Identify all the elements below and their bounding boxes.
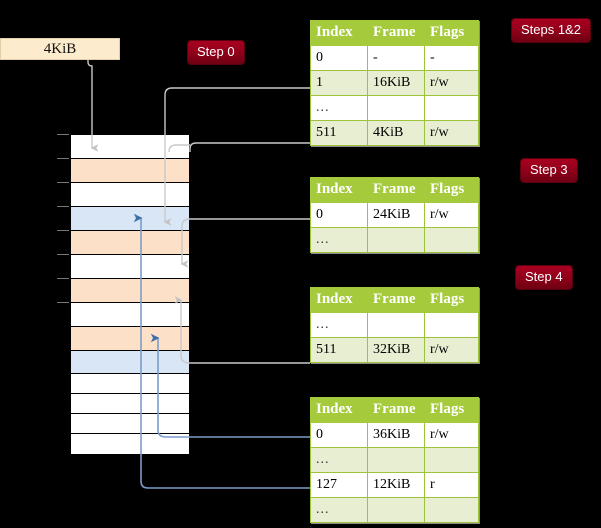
cell-frame: [367, 447, 425, 473]
memory-tick-7: [57, 302, 69, 303]
column-header-frame: Frame: [367, 287, 425, 313]
mem-row-3: [71, 207, 189, 231]
cell-index: 511: [310, 337, 368, 363]
cell-frame: [367, 95, 425, 121]
memory-tick-4: [57, 230, 69, 231]
column-header-flags: Flags: [424, 177, 479, 203]
cell-index: 0: [310, 202, 368, 228]
cell-frame: 32KiB: [367, 337, 425, 363]
wire-table2-to-memory: [180, 218, 310, 268]
column-header-index: Index: [310, 20, 368, 46]
memory-tick-5: [57, 254, 69, 255]
column-header-flags: Flags: [424, 397, 479, 423]
table-row[interactable]: ...: [310, 312, 479, 338]
cell-flags: [424, 447, 479, 473]
column-header-index: Index: [310, 287, 368, 313]
column-header-flags: Flags: [424, 20, 479, 46]
cell-frame: 24KiB: [367, 202, 425, 228]
badge-step-4: Step 4: [516, 266, 572, 289]
cell-index: ...: [310, 227, 368, 253]
column-header-flags: Flags: [424, 287, 479, 313]
physical-memory-column: [70, 134, 190, 454]
table-row[interactable]: ...: [310, 497, 479, 523]
cell-frame: [367, 227, 425, 253]
mem-row-12: [71, 414, 189, 434]
cell-flags: r: [424, 472, 479, 498]
mem-row-1: [71, 159, 189, 183]
column-header-frame: Frame: [367, 20, 425, 46]
wire-table3-to-memory: [174, 296, 310, 364]
mem-row-7: [71, 303, 189, 327]
column-header-index: Index: [310, 177, 368, 203]
cell-flags: r/w: [424, 70, 479, 96]
cell-index: 1: [310, 70, 368, 96]
cell-frame: -: [367, 45, 425, 71]
cell-index: ...: [310, 95, 368, 121]
mem-row-0: [71, 135, 189, 159]
cell-index: ...: [310, 447, 368, 473]
cell-index: 0: [310, 45, 368, 71]
cell-flags: r/w: [424, 422, 479, 448]
column-header-frame: Frame: [367, 177, 425, 203]
table-row[interactable]: ...: [310, 227, 479, 253]
cell-flags: [424, 227, 479, 253]
cell-flags: [424, 95, 479, 121]
cell-flags: r/w: [424, 202, 479, 228]
cell-frame: [367, 312, 425, 338]
memory-tick-3: [57, 206, 69, 207]
mem-row-9: [71, 351, 189, 374]
cell-index: ...: [310, 497, 368, 523]
memory-tick-2: [57, 182, 69, 183]
cell-flags: [424, 497, 479, 523]
cell-flags: r/w: [424, 120, 479, 146]
mem-row-4: [71, 231, 189, 255]
mem-row-11: [71, 394, 189, 414]
cell-index: 511: [310, 120, 368, 146]
table-row[interactable]: 0--: [310, 45, 479, 71]
memory-tick-0: [57, 134, 69, 135]
cell-frame: 16KiB: [367, 70, 425, 96]
table-row[interactable]: ...: [310, 95, 479, 121]
cell-index: 127: [310, 472, 368, 498]
mem-row-13: [71, 434, 189, 454]
cell-flags: -: [424, 45, 479, 71]
cell-flags: r/w: [424, 337, 479, 363]
memory-note-4kib: 4KiB: [0, 38, 120, 60]
badge-step-0: Step 0: [188, 41, 244, 64]
memory-tick-6: [57, 278, 69, 279]
cell-frame: [367, 497, 425, 523]
cell-frame: 4KiB: [367, 120, 425, 146]
memory-tick-1: [57, 158, 69, 159]
mem-row-2: [71, 183, 189, 207]
badge-step-3: Step 3: [521, 159, 577, 182]
cell-frame: 36KiB: [367, 422, 425, 448]
mem-row-6: [71, 279, 189, 303]
mem-row-8: [71, 327, 189, 351]
cell-frame: 12KiB: [367, 472, 425, 498]
cell-index: ...: [310, 312, 368, 338]
mem-row-10: [71, 374, 189, 394]
mem-row-5: [71, 255, 189, 279]
badge-steps-1-and-2: Steps 1&2: [512, 19, 590, 42]
cell-index: 0: [310, 422, 368, 448]
column-header-index: Index: [310, 397, 368, 423]
table-row[interactable]: ...: [310, 447, 479, 473]
cell-flags: [424, 312, 479, 338]
column-header-frame: Frame: [367, 397, 425, 423]
wire-memory-to-table1: [189, 142, 310, 152]
